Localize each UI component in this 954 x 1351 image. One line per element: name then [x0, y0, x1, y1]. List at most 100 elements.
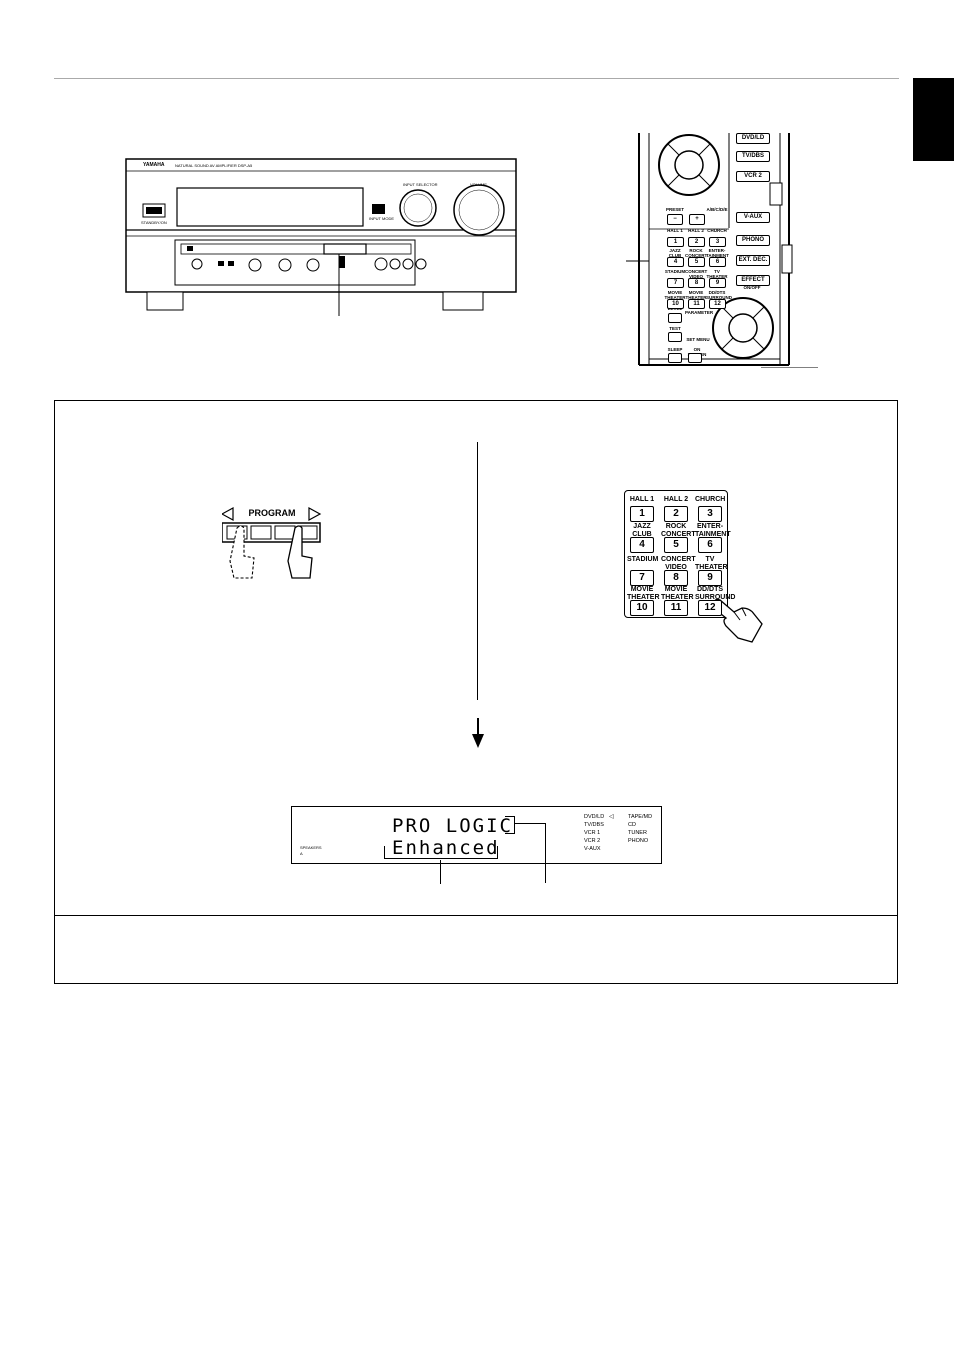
remote-top-illustration: DVD/LD TV/DBS VCR 2 V-AUX PHONO EXT. DEC… — [593, 133, 818, 369]
language-tab — [913, 78, 954, 161]
remote-top-program-key[interactable]: 11 — [688, 299, 705, 309]
receiver-drawing — [125, 158, 517, 316]
remote-key-phono[interactable]: PHONO — [736, 235, 770, 246]
display-input-label: TUNER — [628, 830, 647, 836]
display-line-1: PRO LOGIC — [392, 815, 513, 837]
remote-top-program-label: HALL 1 — [667, 228, 683, 233]
display-inputs-col1: DVD/LD TV/DBS VCR 1 VCR 2 V-AUX — [584, 813, 604, 853]
front-panel-illustration: YAMAHA NATURAL SOUND AV AMPLIFIER DSP-A5… — [125, 158, 517, 320]
model-line: NATURAL SOUND AV AMPLIFIER DSP-A5 — [175, 163, 253, 168]
line2-bracket — [384, 846, 498, 859]
remote-top-program-key[interactable]: 2 — [688, 237, 705, 247]
remote-key-tv-dbs[interactable]: TV/DBS — [736, 151, 770, 162]
remote-key-dvd-ld[interactable]: DVD/LD — [736, 133, 770, 144]
keypad-key[interactable]: 9 — [698, 570, 722, 586]
keypad-label: ROCK CONCERT — [661, 523, 696, 538]
remote-top-program-key[interactable]: 7 — [667, 278, 684, 288]
program-buttons-drawing — [220, 506, 322, 579]
keypad-key[interactable]: 2 — [664, 506, 688, 522]
display-input-label: PHONO — [628, 838, 649, 844]
brand-logo: YAMAHA — [143, 162, 165, 168]
remote-top-program-label: ROCK CONCERT — [685, 248, 708, 258]
preset-label: PRESET — [665, 207, 684, 212]
program-buttons-illustration: PROGRAM — [220, 506, 324, 580]
on-screen-button[interactable] — [688, 353, 702, 363]
keypad-key[interactable]: 8 — [664, 570, 688, 586]
remote-keypad — [624, 490, 728, 618]
remote-top-program-key[interactable]: 12 — [709, 299, 726, 309]
remote-top-program-key[interactable]: 6 — [709, 257, 726, 267]
remote-top-program-key[interactable]: 9 — [709, 278, 726, 288]
keypad-key[interactable]: 11 — [664, 600, 688, 616]
front-display — [291, 806, 662, 864]
preset-minus-button[interactable]: − — [667, 214, 683, 225]
display-input-label: TV/DBS — [584, 822, 604, 828]
callout-line-2 — [515, 823, 546, 824]
keypad-label: HALL 2 — [663, 496, 689, 503]
remote-top-program-label: JAZZ CLUB — [668, 248, 682, 258]
remote-top-program-key[interactable]: 5 — [688, 257, 705, 267]
header-rule — [54, 78, 899, 79]
input-mode-label: INPUT MODE — [369, 216, 395, 221]
keypad-key[interactable]: 12 — [698, 600, 722, 616]
instruction-box — [54, 400, 898, 984]
remote-key-v-aux[interactable]: V-AUX — [736, 212, 770, 223]
level-button[interactable] — [668, 313, 682, 323]
keypad-label: TV THEATER — [695, 556, 728, 571]
effect-sub-label: ON/OFF — [743, 285, 761, 290]
sleep-label: SLEEP — [667, 347, 683, 352]
volume-label: VOLUME — [470, 182, 487, 187]
display-input-label: DVD/LD — [584, 814, 605, 820]
remote-top-program-key[interactable]: 4 — [667, 257, 684, 267]
remote-top-program-key[interactable]: 10 — [667, 299, 684, 309]
remote-top-program-label: HALL 2 — [688, 228, 704, 233]
input-selector-label: INPUT SELECTOR — [403, 182, 438, 187]
sleep-button[interactable] — [668, 353, 682, 363]
keypad-label: ENTER- TAINMENT — [695, 523, 731, 538]
keypad-key[interactable]: 1 — [630, 506, 654, 522]
keypad-label: HALL 1 — [629, 496, 655, 503]
display-input-label: TAPE/MD — [628, 814, 653, 820]
remote-body-drawing — [626, 133, 818, 369]
keypad-key[interactable]: 7 — [630, 570, 654, 586]
keypad-label: JAZZ CLUB — [632, 523, 652, 538]
keypad-key[interactable]: 4 — [630, 537, 654, 553]
keypad-key[interactable]: 3 — [698, 506, 722, 522]
display-line-2: Enhanced — [392, 837, 500, 859]
keypad-label: DD/DTS SURROUND — [695, 586, 736, 601]
remote-top-program-label: CONCERT VIDEO — [685, 269, 708, 279]
keypad-key[interactable]: 6 — [698, 537, 722, 553]
display-input-label: VCR 1 — [584, 830, 601, 836]
box-divider — [54, 915, 898, 916]
keypad-key[interactable]: 10 — [630, 600, 654, 616]
preset-plus-button[interactable]: + — [689, 214, 705, 225]
remote-top-program-label: ENTER- TAINMENT — [706, 248, 729, 258]
preset-abcde-label: A/B/C/D/E — [706, 207, 728, 212]
remote-top-program-label: DD/DTS SURROUND — [706, 290, 733, 300]
keypad-key[interactable]: 5 — [664, 537, 688, 553]
standby-label: STANDBY/ON — [141, 220, 167, 225]
speakers-label: SPEAKERS — [300, 845, 322, 850]
column-divider — [477, 442, 478, 700]
keypad-label: CHURCH — [695, 496, 726, 503]
parameter-label: PARAMETER — [685, 310, 714, 315]
dvd-ld-indicator: ◁ — [609, 814, 614, 820]
remote-top-program-key[interactable]: 8 — [688, 278, 705, 288]
remote-key-ext-dec[interactable]: EXT. DEC. — [736, 255, 770, 266]
remote-top-program-label: STADIUM — [664, 269, 686, 274]
remote-top-program-key[interactable]: 3 — [709, 237, 726, 247]
keypad-label: CONCERT VIDEO — [661, 556, 696, 571]
callout-line-3 — [545, 823, 546, 883]
test-button[interactable] — [668, 332, 682, 342]
remote-top-program-key[interactable]: 1 — [667, 237, 684, 247]
callout-line-1 — [440, 860, 441, 884]
effect-button[interactable]: EFFECT — [736, 275, 770, 286]
display-input-label: CD — [628, 822, 636, 828]
remote-top-program-label: TV THEATER — [706, 269, 728, 279]
display-input-label: V-AUX — [584, 846, 601, 852]
speakers-value: A — [300, 851, 303, 856]
display-input-label: VCR 2 — [584, 838, 601, 844]
set-menu-label: SET MENU — [686, 337, 710, 342]
remote-key-vcr2[interactable]: VCR 2 — [736, 171, 770, 182]
down-arrow — [470, 718, 486, 748]
